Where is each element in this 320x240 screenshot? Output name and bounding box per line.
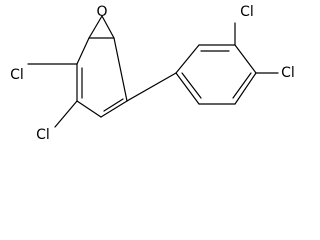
bond-epoxide-c2-o	[101, 15, 115, 39]
chlorine-right-top-label: Cl	[240, 4, 254, 20]
bond-epoxide-c1-o	[88, 15, 103, 39]
bond-c4-c5	[76, 100, 102, 118]
chemical-structure-diagram: O Cl Cl Cl Cl	[10, 4, 295, 143]
bond-benzene-double-right	[232, 72, 252, 99]
bond-b4-b5	[234, 72, 257, 105]
oxygen-atom-label: O	[96, 4, 107, 20]
bond-c6-c2	[113, 37, 128, 102]
bond-network	[27, 15, 279, 128]
bond-b6-b1	[175, 72, 200, 105]
bond-b3-b4	[234, 44, 257, 74]
chlorine-left-bottom-label: Cl	[36, 127, 50, 143]
bond-benzene-double-left	[181, 72, 202, 99]
chlorine-left-top-label: Cl	[10, 67, 24, 83]
bond-c1-c3	[76, 37, 90, 65]
bond-c4-cl	[54, 100, 78, 128]
bond-link	[126, 72, 177, 102]
bond-b1-b2	[175, 44, 200, 74]
chlorine-right-side-label: Cl	[281, 65, 295, 81]
bond-c5-c6-double	[103, 98, 124, 112]
bond-c5-c6	[100, 100, 128, 118]
